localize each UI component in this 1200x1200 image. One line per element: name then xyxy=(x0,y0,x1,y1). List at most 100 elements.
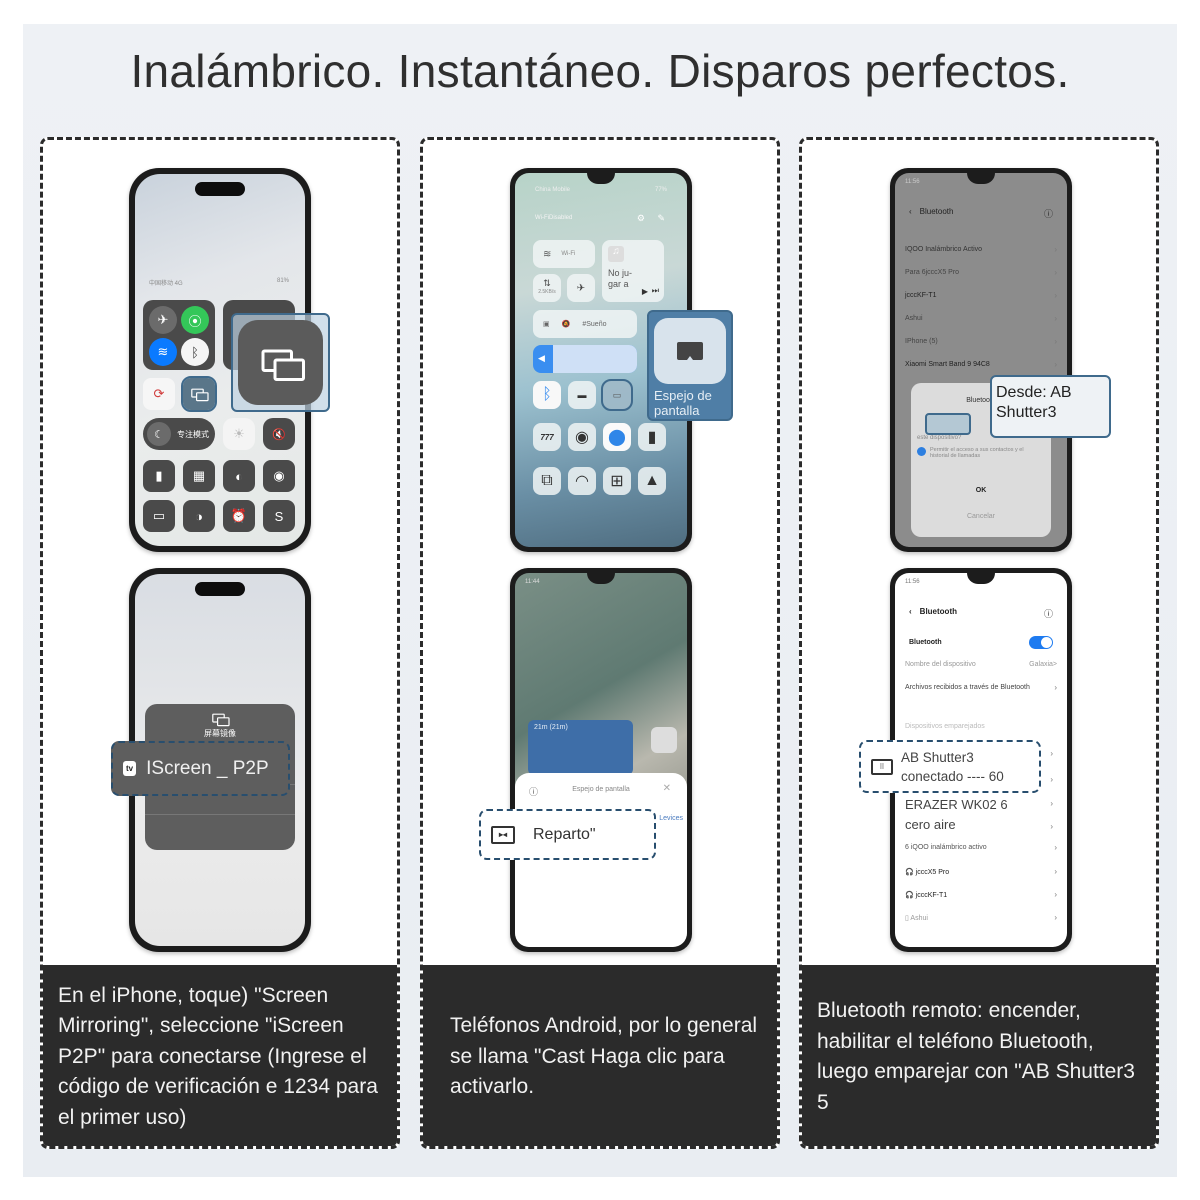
brightness-slider[interactable]: ☀ xyxy=(223,418,255,450)
back-icon[interactable]: ‹ xyxy=(909,607,912,616)
vibrate-icon: ▣ xyxy=(543,321,550,328)
edit-pencil-icon[interactable]: ✎ xyxy=(657,213,665,223)
media-tile[interactable]: ♫ No ju- gar a ▶ ⏭ xyxy=(602,240,664,302)
battery-status: 81% xyxy=(276,278,289,284)
weather-widget[interactable]: 21m (21m) xyxy=(528,720,633,775)
airplane-icon[interactable]: ✈ xyxy=(567,274,595,302)
sheet-title: Espejo de pantalla xyxy=(572,786,630,793)
data-usage-tile[interactable]: ⇅2.5KB/s xyxy=(533,274,561,302)
accessibility-icon[interactable]: ◑ xyxy=(183,500,215,532)
cast-label: Reparto" xyxy=(533,825,596,843)
mirroring-zoom-callout: Espejo de pantalla xyxy=(647,310,733,421)
list-item[interactable]: IQOO Inalámbrico Activo› xyxy=(905,245,1057,254)
cancel-button[interactable]: Cancelar xyxy=(966,513,995,520)
checkbox-checked-icon[interactable] xyxy=(917,447,926,456)
cellular-icon[interactable]: ⦿ xyxy=(181,306,209,334)
sleep-mode-tile[interactable]: ▣🔕#Sueño xyxy=(533,310,637,338)
list-item[interactable]: 🎧 jcccX5 Pro› xyxy=(905,867,1057,876)
calculator-icon[interactable]: ▦ xyxy=(183,460,215,492)
back-icon[interactable]: ‹ xyxy=(909,207,912,216)
list-item[interactable]: Ashui› xyxy=(905,314,1057,323)
ok-button[interactable]: OK xyxy=(975,487,987,494)
contacts-permission[interactable]: Permitir el acceso a sus contactos y el … xyxy=(917,447,1043,459)
play-icon[interactable]: ▶ xyxy=(641,287,648,296)
front-camera xyxy=(587,573,615,584)
card-bluetooth: 11:56 ‹Bluetooth ⓘ IQOO Inalámbrico Acti… xyxy=(799,137,1159,1149)
music-note-icon: ♫ xyxy=(608,246,624,262)
caption-text: Bluetooth remoto: encender, habilitar el… xyxy=(817,999,1135,1114)
location-tile[interactable]: ⬤ xyxy=(603,423,631,451)
bluetooth-icon[interactable]: ᛒ xyxy=(181,338,209,366)
hotspot-tile[interactable]: ◠ xyxy=(568,467,596,495)
device-option-iscreen[interactable]: tv IScreen _ P2P xyxy=(111,741,290,796)
bluetooth-header: ‹Bluetooth xyxy=(909,207,954,216)
next-track-icon[interactable]: ⏭ xyxy=(651,286,659,295)
rotation-lock-icon[interactable]: ⟳ xyxy=(143,378,175,410)
status-time: 11:44 xyxy=(525,579,540,585)
eye-protection-tile[interactable]: ◉ xyxy=(568,423,596,451)
wifi-tile[interactable]: ≋Wi-Fi xyxy=(533,240,595,268)
list-item[interactable]: jcccKF-T1› xyxy=(905,291,1057,300)
cast-option[interactable]: ▸◂ Reparto" xyxy=(479,809,656,860)
list-item[interactable]: IPhone (5)› xyxy=(905,337,1057,346)
android-bluetooth-pairing: 11:56 ‹Bluetooth ⓘ IQOO Inalámbrico Acti… xyxy=(890,168,1072,552)
bluetooth-tile[interactable]: ᛒ xyxy=(533,381,561,409)
dialog-question: este dispositivo? xyxy=(917,435,962,441)
list-item[interactable]: ERAZER WK02 6 cero aire xyxy=(905,797,1008,832)
device-name: IScreen _ P2P xyxy=(146,757,269,779)
speed-up-tile[interactable]: ▲ xyxy=(638,467,666,495)
devices-link[interactable]: Levices xyxy=(659,815,683,822)
caption-android: Teléfonos Android, por lo general se lla… xyxy=(423,965,777,1146)
screen-record-icon[interactable]: ◉ xyxy=(263,460,295,492)
status-time: 11:56 xyxy=(905,179,920,185)
shazam-icon[interactable]: S xyxy=(263,500,295,532)
keyboard-icon: ⠿ xyxy=(871,758,893,775)
alarm-icon[interactable]: ⏰ xyxy=(223,500,255,532)
list-item[interactable]: ▯ Ashui› xyxy=(905,913,1057,922)
bluetooth-toggle[interactable] xyxy=(1029,636,1053,649)
focus-mode-label: 专注模式 xyxy=(177,429,209,439)
cast-screen-icon: ▸◂ xyxy=(491,825,515,844)
paired-device-ab-shutter[interactable]: ⠿ AB Shutter3 conectado ---- 60 xyxy=(859,740,1041,793)
volume-muted-icon[interactable]: 🔇 xyxy=(263,418,295,450)
help-icon[interactable]: ⓘ xyxy=(1043,609,1053,619)
flashlight-tile[interactable]: ▮ xyxy=(638,423,666,451)
help-icon[interactable]: ⓘ xyxy=(529,787,539,797)
settings-gear-icon[interactable]: ⚙ xyxy=(636,213,645,223)
list-item[interactable]: Para 6jcccX5 Pro› xyxy=(905,268,1057,277)
help-icon[interactable]: ⓘ xyxy=(1043,209,1053,219)
s-capture-tile[interactable]: ⧉ xyxy=(533,467,561,495)
dark-mode-icon[interactable]: ◐ xyxy=(223,460,255,492)
received-files-row[interactable]: Archivos recibidos a través de Bluetooth… xyxy=(905,683,1057,692)
battery-saver-tile[interactable]: ▬ xyxy=(568,381,596,409)
app-icon[interactable] xyxy=(651,727,677,753)
status-time: 11:56 xyxy=(905,579,920,585)
battery-label: 77% xyxy=(654,187,667,193)
calculator-tile[interactable]: ⊞ xyxy=(603,467,631,495)
moon-icon: ☾ xyxy=(147,422,171,446)
screen-mirroring-tile[interactable]: ▭ xyxy=(601,379,633,411)
headline: Inalámbrico. Instantáneo. Disparos perfe… xyxy=(130,45,1070,97)
volume-slider[interactable]: ◀ xyxy=(533,345,637,373)
front-camera xyxy=(967,573,995,584)
close-icon[interactable]: ✕ xyxy=(662,783,671,794)
low-power-icon[interactable]: ▭ xyxy=(143,500,175,532)
list-item[interactable]: 🎧 jcccKF-T1› xyxy=(905,890,1057,899)
caption-iphone: En el iPhone, toque) "Screen Mirroring",… xyxy=(43,965,397,1146)
list-item[interactable]: Xiaomi Smart Band 9 94C8› xyxy=(905,360,1057,369)
dynamic-island xyxy=(195,582,245,596)
flashlight-icon[interactable]: ▮ xyxy=(143,460,175,492)
focus-mode-button[interactable]: ☾ 专注模式 xyxy=(143,418,215,450)
dynamic-island xyxy=(195,182,245,196)
screen-mirroring-icon xyxy=(212,713,230,727)
list-item[interactable]: 6 iQOO inalámbrico activo› xyxy=(905,843,1057,852)
mirroring-zoom-callout xyxy=(231,313,330,412)
media-title: No ju- gar a xyxy=(608,268,633,289)
connectivity-block: ✈ ⦿ ≋ ᛒ xyxy=(143,300,215,370)
monitor-tile[interactable]: 777 xyxy=(533,423,561,451)
screen-mirroring-button[interactable] xyxy=(181,376,217,412)
android-cast-sheet: 11:44 21m (21m) ⓘ Espejo de pantalla ✕ L… xyxy=(510,568,692,952)
airplane-icon[interactable]: ✈ xyxy=(149,306,177,334)
wifi-icon[interactable]: ≋ xyxy=(149,338,177,366)
